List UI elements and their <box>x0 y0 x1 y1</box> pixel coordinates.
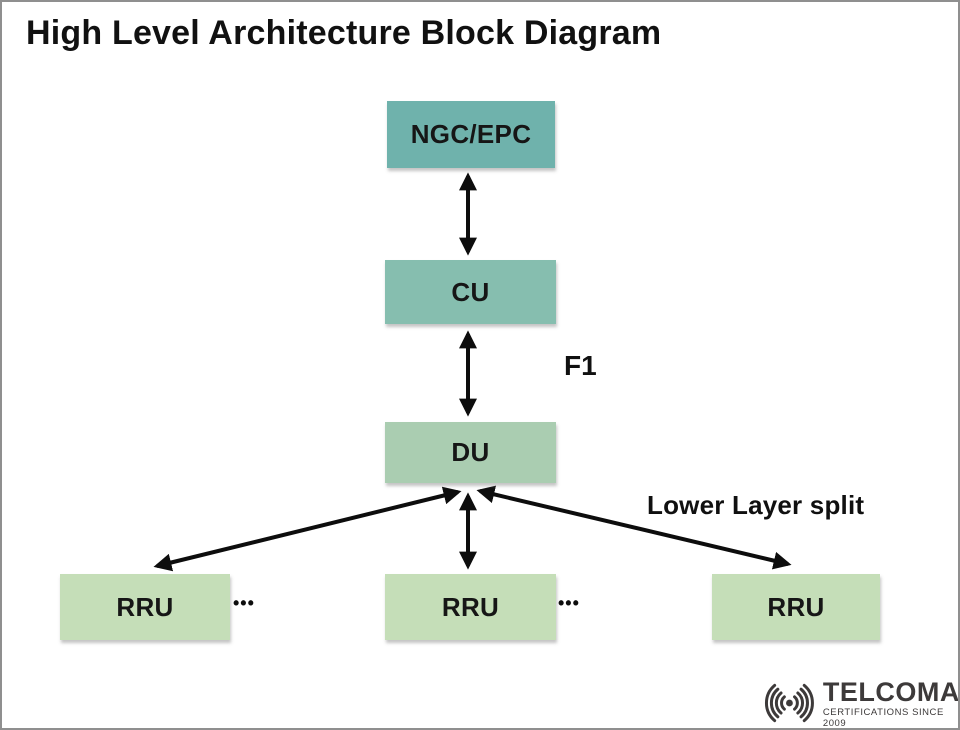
node-rru-right-label: RRU <box>767 591 825 622</box>
node-ngc-epc-label: NGC/EPC <box>410 119 532 149</box>
edge-label-f1: F1 <box>564 350 597 381</box>
node-rru-center: RRU <box>385 574 556 640</box>
arrow-du-rru-left <box>153 486 462 572</box>
node-rru-left-label: RRU <box>116 591 174 622</box>
logo-tagline: CERTIFICATIONS SINCE 2009 <box>822 707 944 729</box>
node-du: DU <box>385 422 556 483</box>
logo-name: TELCOMA <box>822 677 960 707</box>
node-rru-right: RRU <box>712 574 880 640</box>
node-ngc-epc: NGC/EPC <box>387 101 555 168</box>
edge-label-lower-layer-split: Lower Layer split <box>647 490 865 520</box>
node-cu: CU <box>385 260 556 324</box>
logo-text-block: TELCOMA CERTIFICATIONS SINCE 2009 <box>822 677 960 729</box>
ellipsis-center: ••• <box>558 593 580 613</box>
antenna-broadcast-icon <box>765 683 814 723</box>
node-cu-label: CU <box>451 276 490 307</box>
node-rru-left: RRU <box>60 574 230 640</box>
node-du-label: DU <box>451 437 490 467</box>
page-title: High Level Architecture Block Diagram <box>26 14 662 52</box>
telcoma-logo: TELCOMA CERTIFICATIONS SINCE 2009 <box>760 677 960 729</box>
node-rru-center-label: RRU <box>441 591 500 622</box>
ellipsis-left: ••• <box>233 593 255 613</box>
